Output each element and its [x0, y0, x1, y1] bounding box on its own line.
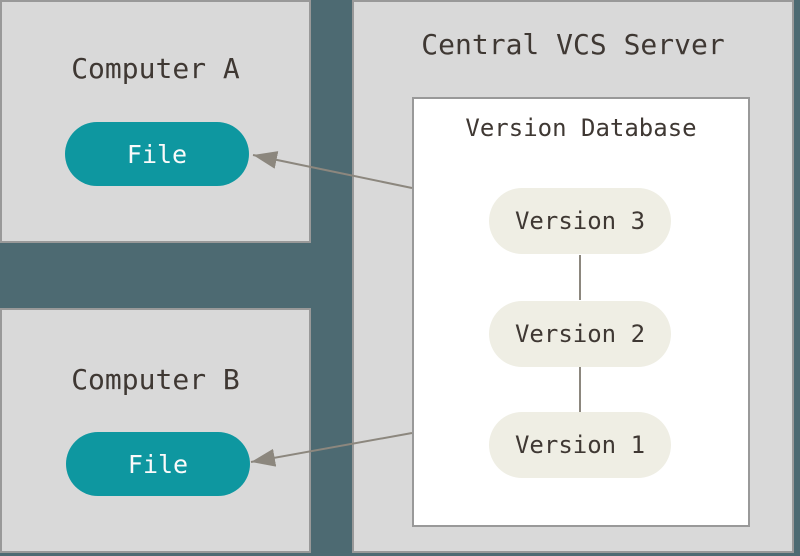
version-1-label: Version 1 [514, 431, 646, 459]
computer-b-file-label: File [127, 449, 189, 479]
computer-b-panel: Computer B File [0, 308, 311, 553]
version-database-title: Version Database [465, 114, 697, 142]
computer-a-panel: Computer A File [0, 0, 311, 243]
version-3-label: Version 3 [514, 207, 646, 235]
central-vcs-server-title: Central VCS Server [421, 28, 725, 61]
version-1-node: Version 1 [489, 412, 671, 478]
version-3-node: Version 3 [489, 188, 671, 254]
version-2-node: Version 2 [489, 301, 671, 367]
version-2-label: Version 2 [514, 320, 646, 348]
computer-a-file-label: File [126, 139, 188, 169]
computer-a-file-node: File [65, 122, 249, 186]
computer-b-title: Computer B [71, 363, 240, 396]
central-vcs-server-panel: Central VCS Server Version Database Vers… [352, 0, 794, 553]
computer-a-title: Computer A [71, 52, 240, 85]
computer-b-file-node: File [66, 432, 250, 496]
version-database-box: Version Database Version 3 Version 2 Ver… [412, 97, 750, 527]
